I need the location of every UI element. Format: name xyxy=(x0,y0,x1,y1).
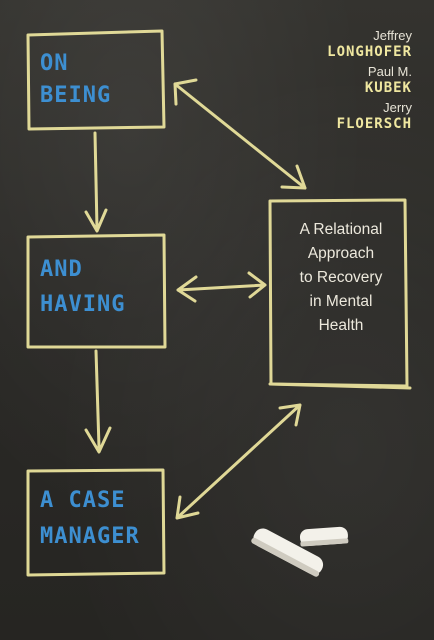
subtitle-line-3: to Recovery xyxy=(299,269,383,286)
author-1-first: Jeffrey xyxy=(373,28,412,43)
title-line-1b: BEING xyxy=(40,83,112,108)
author-3-first: Jerry xyxy=(383,100,412,115)
subtitle-line-5: Health xyxy=(318,317,364,334)
author-2-first: Paul M. xyxy=(367,64,412,79)
chalk-box-case-manager xyxy=(26,468,166,577)
title-line-3: A CASE xyxy=(40,488,126,513)
title-line-2: AND xyxy=(40,257,83,282)
subtitle-line-1: A Relational xyxy=(299,221,383,238)
chalk-box-and-having xyxy=(26,233,167,349)
author-3-last: FLOERSCH xyxy=(336,116,412,132)
chalk-arrow-down-2 xyxy=(84,349,112,454)
chalk-arrow-down-1 xyxy=(84,131,108,233)
subtitle: A Relational Approach to Recovery in Men… xyxy=(282,218,400,338)
chalk-arrow-horizontal xyxy=(176,271,267,303)
title-line-4: MANAGER xyxy=(40,524,140,549)
title-line-2b: HAVING xyxy=(40,292,126,317)
subtitle-line-4: in Mental xyxy=(309,293,373,310)
author-2-last: KUBEK xyxy=(364,80,412,96)
author-list: Jeffrey LONGHOFER Paul M. KUBEK Jerry FL… xyxy=(327,28,412,136)
chalk-arrow-diagonal-bottom xyxy=(175,403,302,520)
chalk-box-subtitle xyxy=(268,198,409,388)
author-1-last: LONGHOFER xyxy=(327,44,412,60)
chalk-arrow-diagonal-top xyxy=(173,78,307,190)
chalk-box-on-being xyxy=(26,29,166,131)
chalk-sticks-icon xyxy=(251,526,349,577)
title-line-1: ON xyxy=(40,51,69,76)
subtitle-line-2: Approach xyxy=(307,245,375,262)
